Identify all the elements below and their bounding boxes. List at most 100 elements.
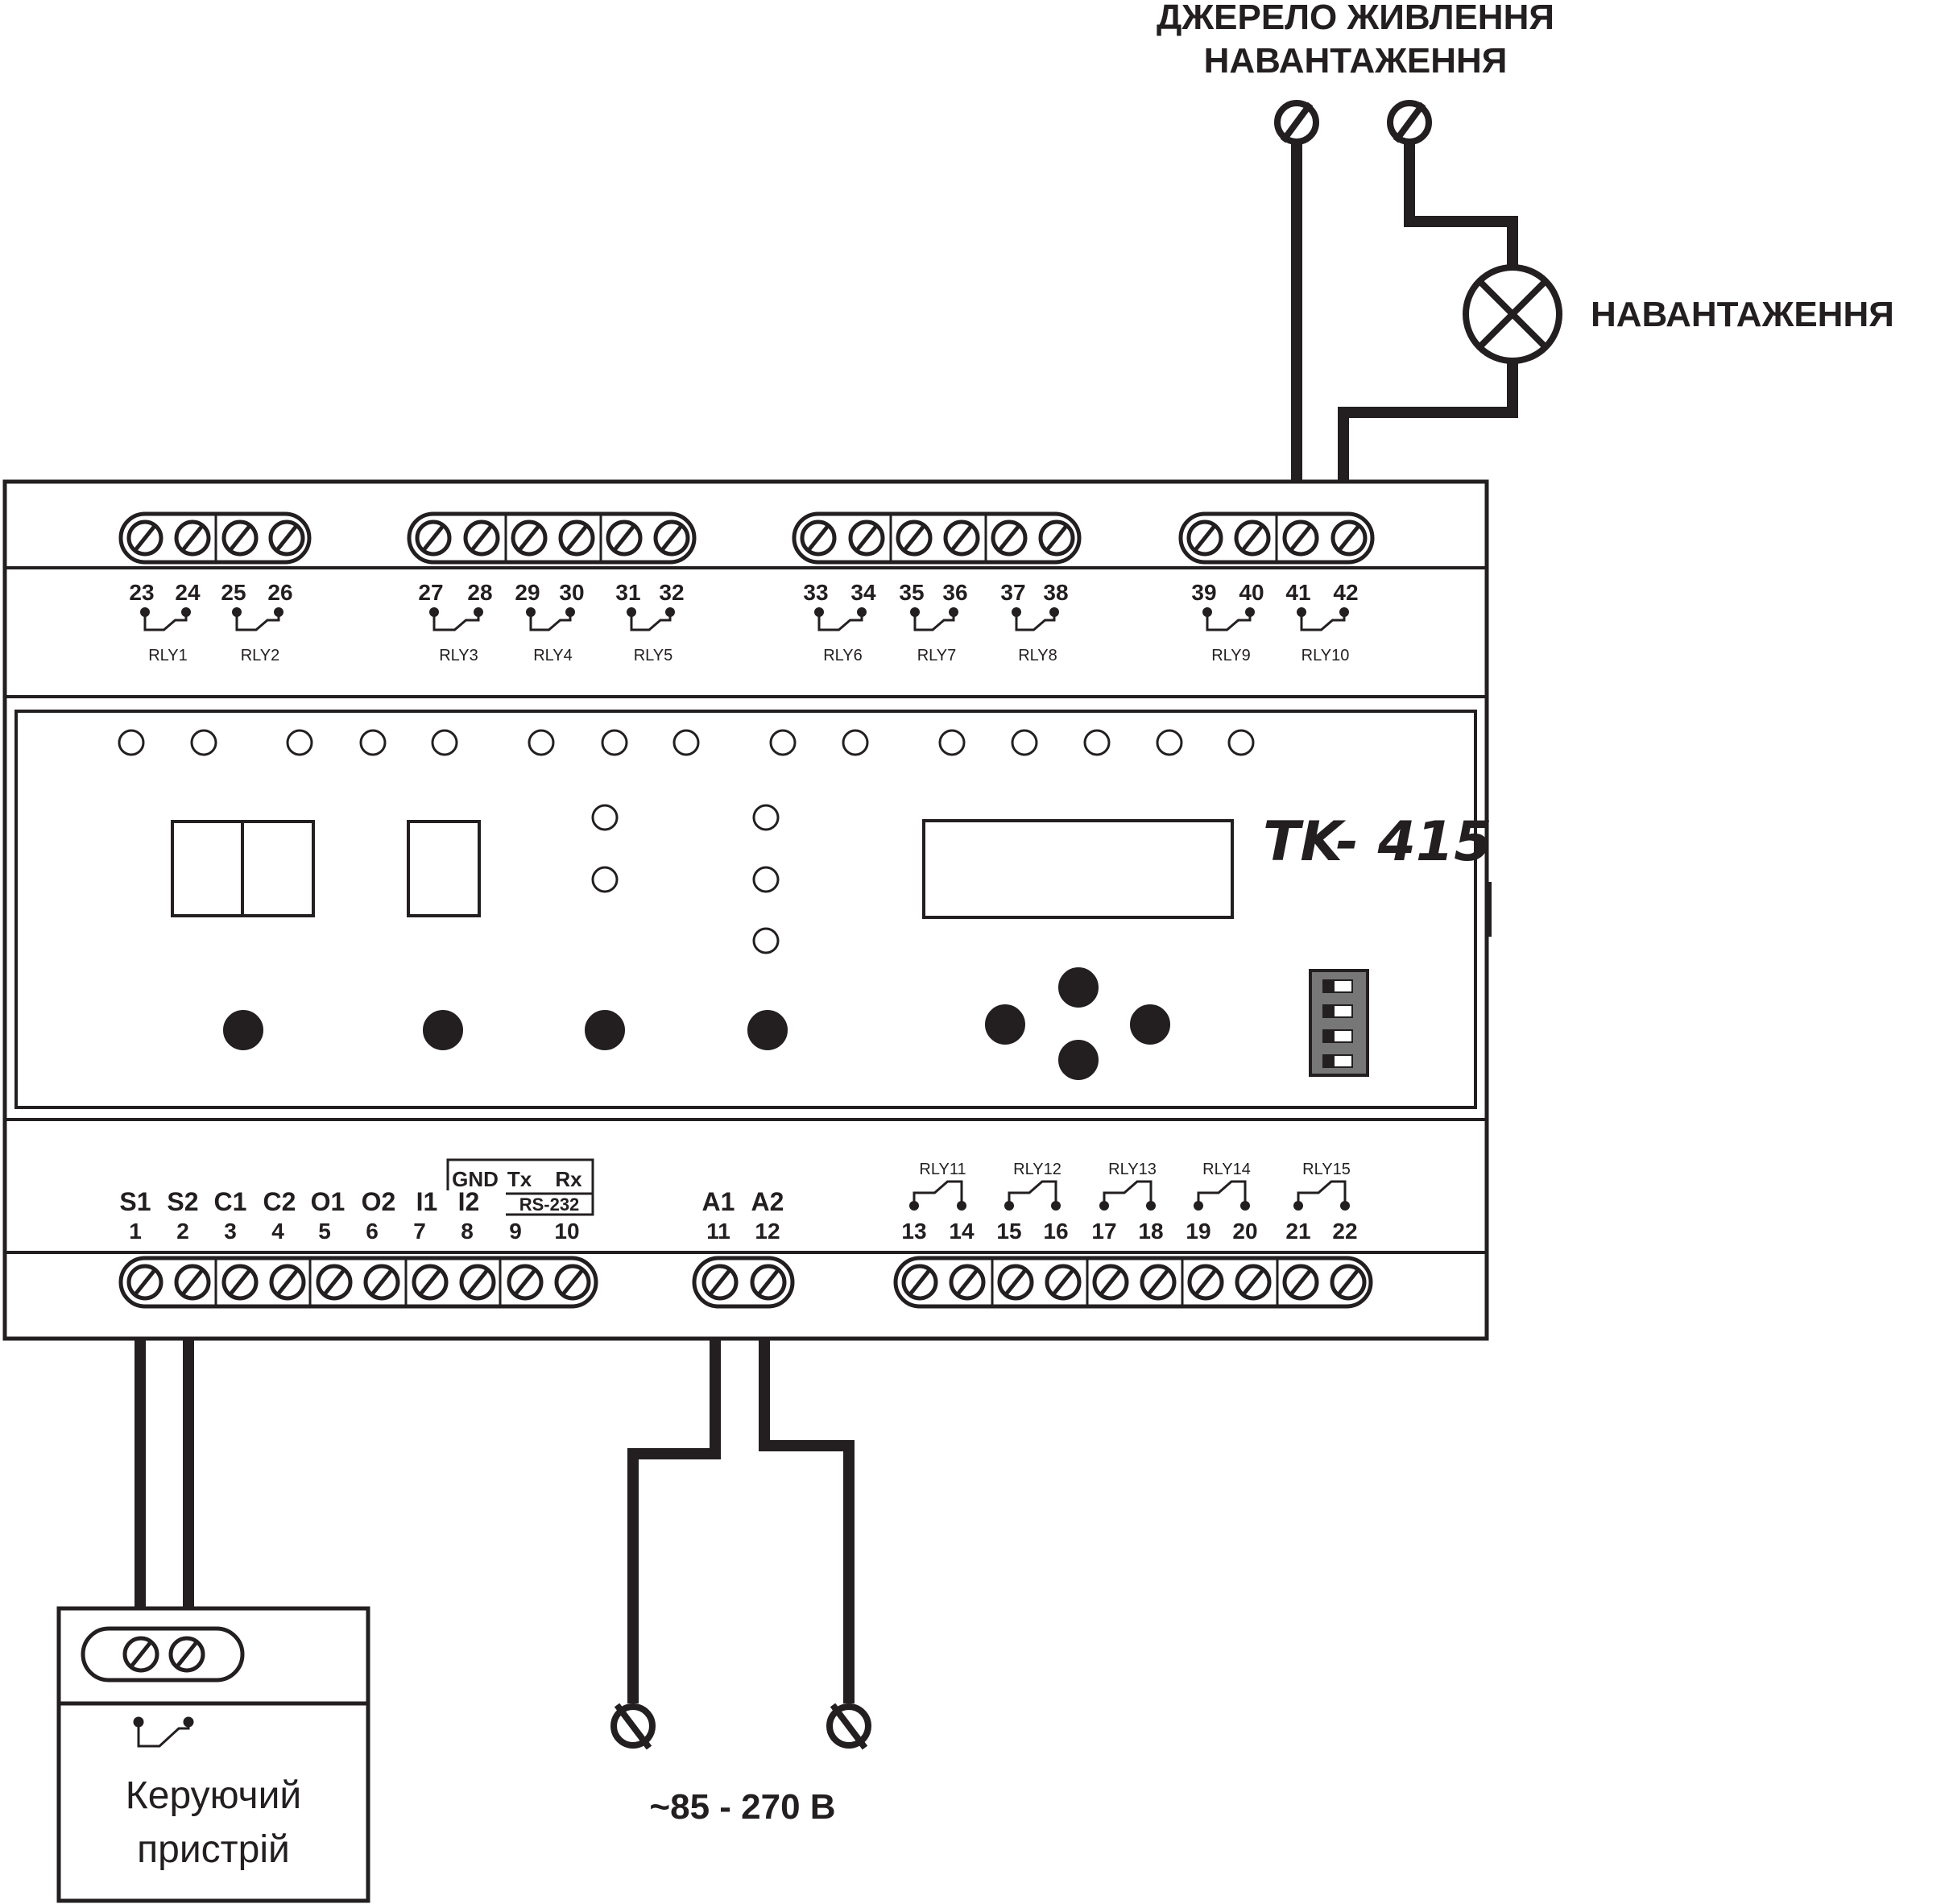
top-screw-2 <box>174 519 211 557</box>
controller-screw-1 <box>122 1636 159 1673</box>
terminal-number: 8 <box>461 1219 474 1244</box>
bottom-screw-2 <box>174 1264 211 1301</box>
top-screw-19 <box>1282 519 1319 557</box>
relay-contact-icon <box>526 607 575 631</box>
relay-label: RLY9 <box>1211 647 1251 664</box>
relay-label: RLY6 <box>823 647 863 664</box>
relay-screw-19 <box>1187 1264 1224 1301</box>
signal-label: C2 <box>263 1187 296 1216</box>
controller-contact-icon <box>133 1716 194 1748</box>
power-signal-label: A2 <box>751 1187 784 1216</box>
relay-screw-13 <box>901 1264 938 1301</box>
terminal-number: 40 <box>1239 580 1264 605</box>
led-indicators <box>118 729 1255 954</box>
top-screw-14 <box>943 519 980 557</box>
terminal-number: 30 <box>559 580 584 605</box>
terminal-number: 37 <box>1000 580 1025 605</box>
front-buttons[interactable] <box>223 967 1170 1080</box>
panel-button[interactable] <box>1058 967 1099 1008</box>
terminal-number: 13 <box>901 1219 926 1244</box>
relay-contact-icon <box>1004 1180 1061 1211</box>
led-indicator <box>118 729 145 756</box>
led-indicator <box>286 729 313 756</box>
top-screw-7 <box>511 519 548 557</box>
relay-label: RLY3 <box>439 647 478 664</box>
bottom-screw-6 <box>363 1264 400 1301</box>
terminal-number: 9 <box>509 1219 522 1244</box>
terminal-number: 5 <box>318 1219 331 1244</box>
relay-label: RLY12 <box>1013 1161 1061 1178</box>
led-indicator <box>769 729 797 756</box>
bottom-screw-1 <box>126 1264 163 1301</box>
top-screw-16 <box>1038 519 1075 557</box>
signal-label: C1 <box>214 1187 247 1216</box>
led-indicator <box>672 729 700 756</box>
relay-label: RLY2 <box>241 647 280 664</box>
terminal-number: 11 <box>706 1219 730 1244</box>
led-indicator <box>842 729 869 756</box>
model-label: TK- 415 <box>1263 810 1492 874</box>
bottom-screw-9 <box>507 1264 544 1301</box>
top-screw-10 <box>653 519 690 557</box>
load-source-wire-2 <box>1404 139 1518 266</box>
terminal-number: 6 <box>366 1219 379 1244</box>
terminal-number: 39 <box>1191 580 1216 605</box>
rs232-signal-label: GND <box>452 1167 499 1191</box>
bottom-screw-3 <box>221 1264 259 1301</box>
relay-contact-icon <box>627 607 675 631</box>
relay-label: RLY4 <box>533 647 573 664</box>
relay-screw-17 <box>1092 1264 1129 1301</box>
terminal-number: 18 <box>1138 1219 1163 1244</box>
panel-button[interactable] <box>423 1010 463 1050</box>
power-signal-label: A1 <box>702 1187 735 1216</box>
power-screw-1 <box>701 1264 739 1301</box>
relay-screw-21 <box>1282 1264 1319 1301</box>
led-indicator <box>1011 729 1038 756</box>
terminal-number: 32 <box>659 580 684 605</box>
relay-contact-icon <box>1293 1180 1350 1211</box>
signal-label: I2 <box>458 1187 480 1216</box>
signal-label: S1 <box>119 1187 151 1216</box>
relay-screw-22 <box>1330 1264 1367 1301</box>
top-screw-6 <box>463 519 500 557</box>
load-label: НАВАНТАЖЕННЯ <box>1591 295 1894 334</box>
led-indicator <box>359 729 387 756</box>
load-return-wire <box>1338 362 1518 483</box>
relay-label: RLY5 <box>634 647 673 664</box>
controller-screw-terminals <box>122 1636 205 1673</box>
led-indicator <box>528 729 555 756</box>
terminal-number: 4 <box>271 1219 284 1244</box>
relay-contact-icon <box>1297 607 1349 631</box>
panel-button[interactable] <box>223 1010 263 1050</box>
panel-button[interactable] <box>747 1010 788 1050</box>
panel-button[interactable] <box>1130 1004 1170 1045</box>
relay-screw-15 <box>997 1264 1034 1301</box>
bottom-screw-4 <box>269 1264 306 1301</box>
terminal-number: 22 <box>1332 1219 1357 1244</box>
led-indicator <box>591 866 619 893</box>
top-screw-9 <box>606 519 643 557</box>
led-indicator <box>591 804 619 831</box>
terminal-number: 3 <box>224 1219 237 1244</box>
terminal-number: 23 <box>129 580 154 605</box>
relay-contact-icon <box>1012 607 1059 631</box>
terminal-number: 12 <box>755 1219 780 1244</box>
relay-contact-icon <box>910 607 958 631</box>
supply-voltage-label: ~85 - 270 В <box>649 1787 835 1827</box>
led-indicator <box>938 729 966 756</box>
panel-button[interactable] <box>1058 1040 1099 1080</box>
load-source-terminal-2 <box>1387 100 1432 145</box>
panel-button[interactable] <box>985 1004 1025 1045</box>
dip-switch[interactable] <box>1309 969 1369 1077</box>
led-indicator <box>1083 729 1111 756</box>
relay-label: RLY13 <box>1108 1161 1157 1178</box>
bottom-screw-10 <box>554 1264 591 1301</box>
panel-button[interactable] <box>585 1010 625 1050</box>
relay-contact-icon <box>1194 1180 1250 1211</box>
led-indicator <box>752 866 780 893</box>
terminal-number: 10 <box>554 1219 579 1244</box>
top-screw-3 <box>221 519 259 557</box>
terminal-number: 31 <box>615 580 640 605</box>
relay-contact-icon <box>1202 607 1255 631</box>
